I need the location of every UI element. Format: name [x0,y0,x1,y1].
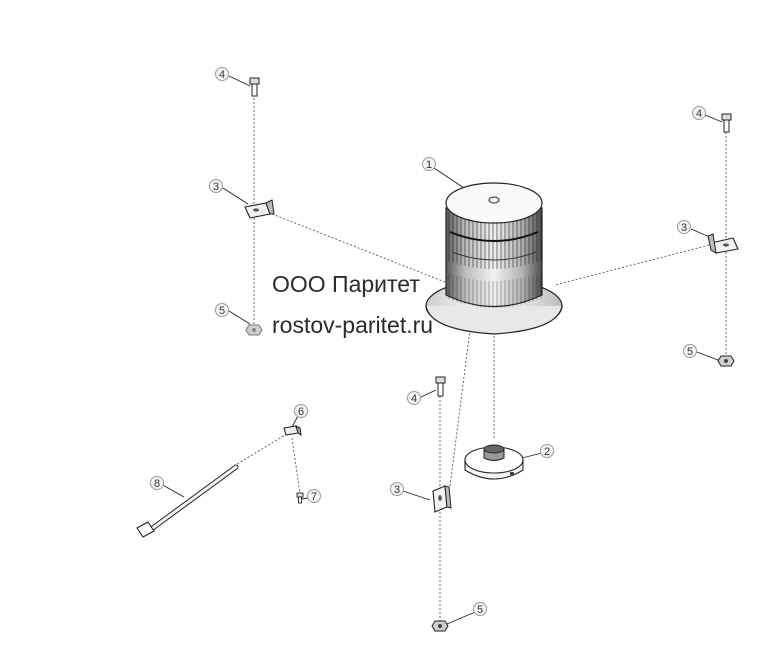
callout-5-right: 5 [683,344,697,358]
callout-2-label: 2 [544,446,550,458]
callout-6-label: 6 [298,406,304,418]
bracket-right [707,233,739,254]
callout-4-left: 4 [215,67,229,81]
callout-4-bottom: 4 [407,391,421,405]
callout-5-right-label: 5 [687,346,693,358]
callout-2: 2 [540,444,554,458]
callout-3-bottom: 3 [390,482,404,496]
assembly-guide-lines [233,90,727,628]
callout-8-label: 8 [154,478,160,490]
callout-markers: 1 2 3 3 3 4 4 4 5 5 5 6 7 8 [150,67,706,616]
callout-4-bottom-label: 4 [411,393,417,405]
bolt-right [721,113,732,133]
callout-7: 7 [307,489,321,503]
bracket-left [244,199,275,219]
callout-1-label: 1 [426,159,432,171]
callout-3-right-label: 3 [681,222,687,234]
watermark-company: ООО Паритет [272,271,420,297]
nut-bottom [431,620,449,632]
bolt-bottom [435,376,446,397]
power-cable [136,464,239,538]
callout-5-bottom: 5 [473,602,487,616]
callout-3-left-label: 3 [213,181,219,193]
callout-5-bottom-label: 5 [477,604,483,616]
callout-8: 8 [150,476,164,490]
callout-4-right: 4 [692,106,706,120]
nut-right [717,355,735,367]
callout-3-bottom-label: 3 [394,484,400,496]
callout-1: 1 [422,157,436,171]
callout-6: 6 [294,404,308,418]
small-screw [296,492,304,504]
callout-3-right: 3 [677,220,691,234]
callout-5-left: 5 [215,303,229,317]
magnetic-base [464,444,524,480]
bracket-bottom [432,485,452,513]
callout-4-left-label: 4 [219,69,225,81]
watermark-site: rostov-paritet.ru [272,312,434,338]
callout-3-left: 3 [209,179,223,193]
cable-clip [283,425,302,437]
beacon-lamp-assembly [425,182,563,335]
callout-5-left-label: 5 [219,305,225,317]
callout-4-right-label: 4 [696,108,702,120]
bolt-left [249,77,260,97]
callout-leaders [160,75,723,625]
callout-7-label: 7 [311,491,317,503]
nut-left [245,324,263,336]
